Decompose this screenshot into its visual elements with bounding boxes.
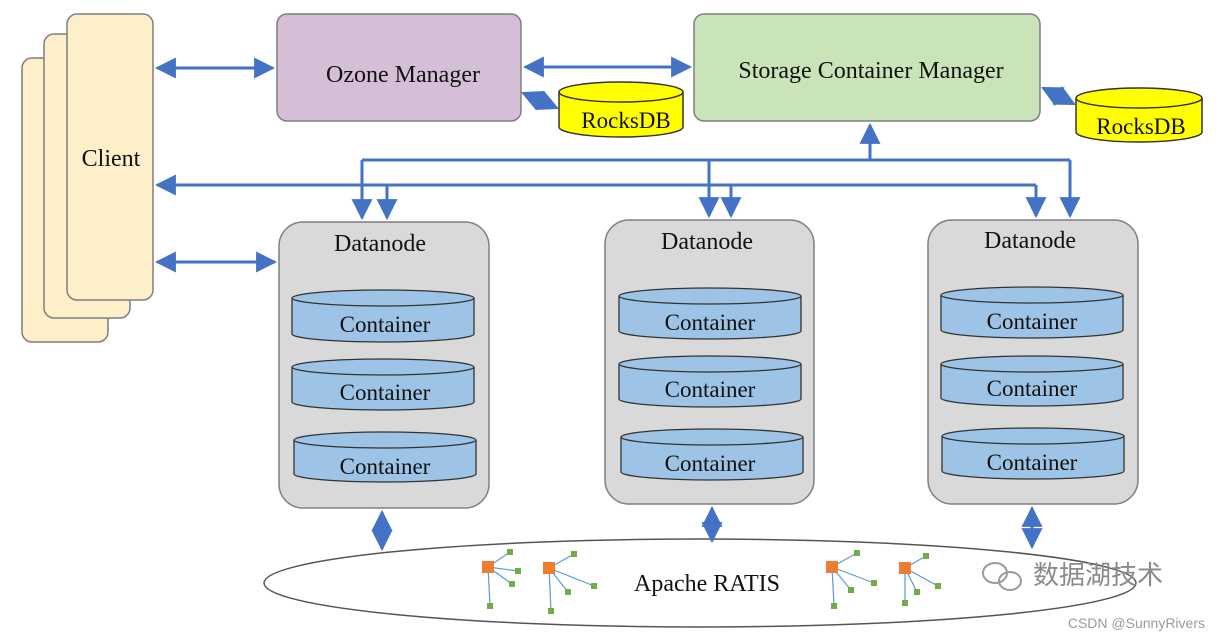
rocksdb-scm-label: RocksDB	[1096, 114, 1185, 139]
container-2-3: Container	[620, 428, 804, 481]
container-label: Container	[340, 454, 431, 479]
container-3-2: Container	[940, 355, 1124, 407]
datanode-1: Datanode Container Container Container	[278, 221, 490, 509]
ratis-label: Apache RATIS	[634, 571, 780, 597]
connectors	[154, 56, 1081, 552]
network-icon	[899, 553, 941, 606]
watermark-text: 数据湖技术	[1033, 561, 1163, 591]
container-label: Container	[665, 451, 756, 476]
arrow-scm-rocksdb	[1041, 86, 1076, 106]
datanode-1-label: Datanode	[334, 231, 426, 257]
scm-box: Storage Container Manager	[693, 13, 1041, 122]
container-1-3: Container	[293, 431, 477, 483]
container-2-2: Container	[618, 355, 802, 408]
container-3-3: Container	[941, 427, 1125, 480]
client-stack: Client	[21, 13, 154, 343]
ozone-manager-label: Ozone Manager	[326, 62, 480, 88]
container-2-1: Container	[618, 287, 802, 340]
ratis-ellipse: Apache RATIS	[263, 538, 1137, 628]
datanode-2-label: Datanode	[661, 229, 753, 255]
container-label: Container	[987, 376, 1078, 401]
rocksdb-scm: RocksDB	[1075, 87, 1203, 143]
arrow-om-rocksdb	[521, 90, 559, 111]
rocksdb-om: RocksDB	[558, 81, 684, 138]
container-label: Container	[987, 450, 1078, 475]
network-icon	[543, 551, 597, 614]
credit-text: CSDN @SunnyRivers	[1068, 615, 1205, 631]
scm-label: Storage Container Manager	[738, 58, 1003, 84]
client-label: Client	[82, 146, 141, 172]
datanode-2: Datanode Container Container Container	[604, 219, 815, 505]
container-label: Container	[987, 309, 1078, 334]
network-icon	[482, 549, 521, 609]
container-1-1: Container	[291, 289, 475, 343]
container-3-1: Container	[940, 286, 1124, 339]
container-1-2: Container	[291, 358, 475, 411]
container-label: Container	[665, 310, 756, 335]
wechat-icon	[982, 562, 1022, 591]
datanode-3: Datanode Container Container Container	[927, 219, 1139, 505]
container-label: Container	[665, 377, 756, 402]
container-label: Container	[340, 380, 431, 405]
ozone-manager-box: Ozone Manager	[276, 13, 522, 122]
rocksdb-om-label: RocksDB	[581, 108, 670, 133]
network-icon	[826, 550, 877, 609]
container-label: Container	[340, 312, 431, 337]
datanode-3-label: Datanode	[984, 228, 1076, 254]
